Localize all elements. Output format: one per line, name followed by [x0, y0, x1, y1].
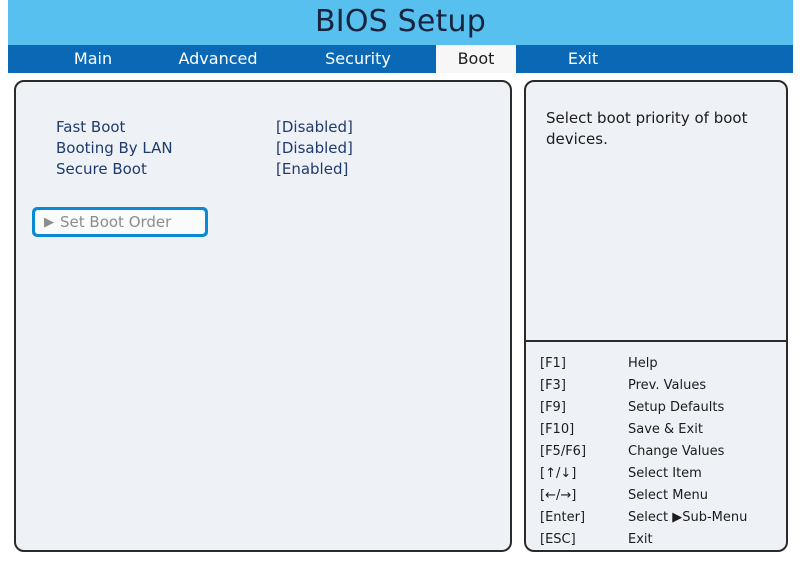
key-legend-key: [ESC]	[540, 532, 576, 547]
key-legend-row: [F9] Setup Defaults	[526, 400, 786, 422]
key-legend-description: Save & Exit	[628, 422, 703, 437]
settings-panel: Fast Boot [Disabled] Booting By LAN [Disabl…	[14, 80, 512, 552]
sidebar-item-set-boot-order[interactable]: ▶ Set Boot Order	[32, 207, 208, 237]
key-legend-description: Setup Defaults	[628, 400, 725, 415]
key-legend-description: Prev. Values	[628, 378, 707, 393]
key-legend-panel: [F1] Help [F3] Prev. Values [F9] Setup Defaul…	[524, 342, 788, 552]
setting-label: Booting By LAN	[56, 139, 173, 157]
tab-main[interactable]: Main	[73, 49, 113, 68]
key-legend-row: [↑/↓] Select Item	[526, 466, 786, 488]
tab-boot[interactable]: Boot	[436, 45, 516, 73]
tab-exit[interactable]: Exit	[567, 49, 599, 68]
tab-advanced[interactable]: Advanced	[178, 49, 258, 68]
key-legend-key: [←/→]	[540, 488, 577, 503]
key-legend-row: [F5/F6] Change Values	[526, 444, 786, 466]
key-legend-row: [F10] Save & Exit	[526, 422, 786, 444]
key-legend-key: [↑/↓]	[540, 466, 577, 481]
setting-row[interactable]: Booting By LAN [Disabled]	[16, 139, 510, 160]
title-bar: BIOS Setup	[8, 0, 793, 45]
key-legend-row: [ESC] Exit	[526, 532, 786, 554]
key-legend-description: Select Menu	[628, 488, 708, 503]
key-legend-row: [Enter] Select ▶Sub-Menu	[526, 510, 786, 532]
key-legend-key: [F9]	[540, 400, 566, 415]
setting-label: Secure Boot	[56, 160, 147, 178]
key-legend-description: Select Item	[628, 466, 702, 481]
help-panel: Select boot priority of boot devices.	[524, 80, 788, 342]
triangle-right-icon: ▶	[44, 214, 54, 230]
setting-row[interactable]: Fast Boot [Disabled]	[16, 118, 510, 139]
tab-security[interactable]: Security	[325, 49, 391, 68]
key-legend-row: [F1] Help	[526, 356, 786, 378]
key-legend-key: [F10]	[540, 422, 575, 437]
setting-label: Fast Boot	[56, 118, 126, 136]
key-legend-description: Change Values	[628, 444, 725, 459]
help-text: Select boot priority of boot devices.	[546, 109, 748, 148]
key-legend-row: [F3] Prev. Values	[526, 378, 786, 400]
key-legend-row: [←/→] Select Menu	[526, 488, 786, 510]
page-title: BIOS Setup	[315, 4, 486, 39]
key-legend-description: Exit	[628, 532, 653, 547]
setting-row[interactable]: Secure Boot [Enabled]	[16, 160, 510, 181]
set-boot-order-label: Set Boot Order	[60, 213, 172, 231]
setting-value[interactable]: [Enabled]	[276, 160, 349, 178]
key-legend-key: [F3]	[540, 378, 566, 393]
key-legend-key: [F1]	[540, 356, 566, 371]
menu-tab-bar: Main Advanced Security Boot Exit	[8, 45, 793, 73]
key-legend-key: [Enter]	[540, 510, 586, 525]
key-legend-key: [F5/F6]	[540, 444, 587, 459]
key-legend-description: Select ▶Sub-Menu	[628, 510, 748, 525]
setting-value[interactable]: [Disabled]	[276, 118, 353, 136]
key-legend-description: Help	[628, 356, 658, 371]
setting-value[interactable]: [Disabled]	[276, 139, 353, 157]
